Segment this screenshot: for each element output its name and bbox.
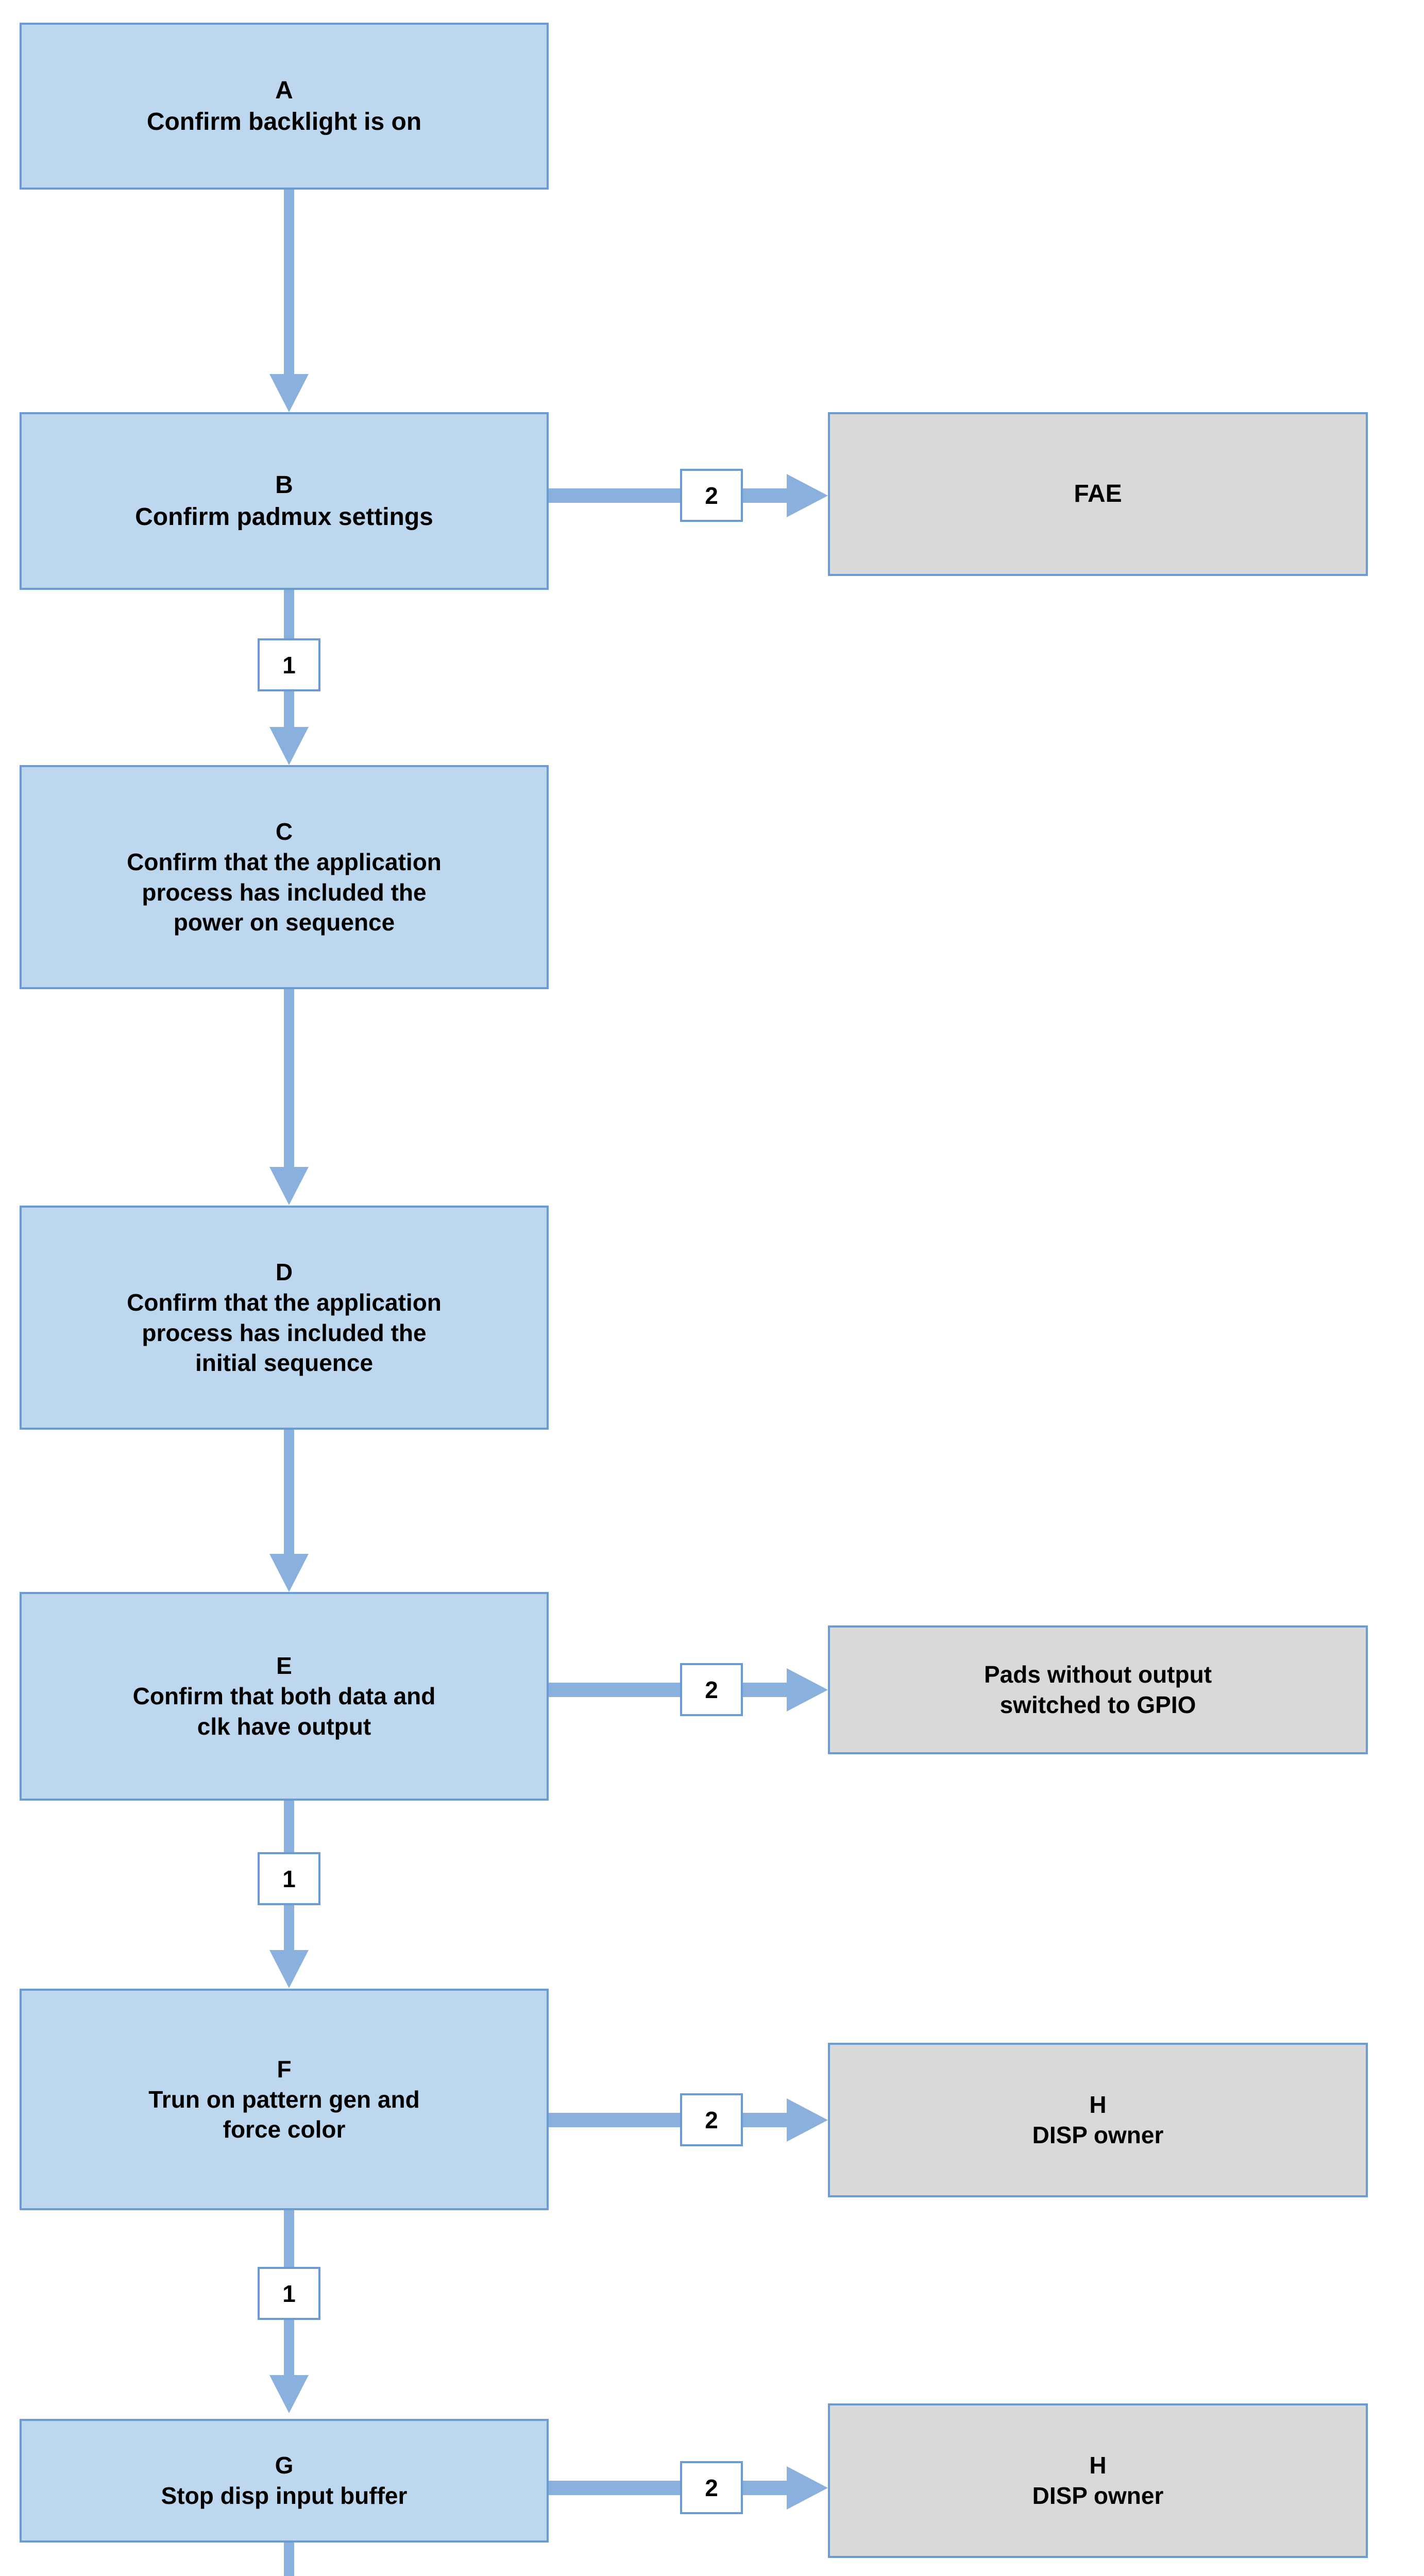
node-c-desc: Confirm that the application process has… bbox=[127, 848, 442, 936]
node-fae-desc: FAE bbox=[1074, 480, 1122, 508]
node-h-disp-owner-2-ident: H bbox=[1089, 2452, 1107, 2479]
node-a-desc: Confirm backlight is on bbox=[146, 108, 422, 135]
node-b-desc: Confirm padmux settings bbox=[135, 503, 433, 531]
node-h-disp-owner-1-ident: H bbox=[1089, 2091, 1107, 2119]
node-f[interactable]: F Trun on pattern gen and force color bbox=[20, 1989, 549, 2210]
node-h-disp-owner-1-desc: DISP owner bbox=[1032, 2122, 1164, 2148]
node-d-desc: Confirm that the application process has… bbox=[127, 1289, 442, 1377]
node-b[interactable]: B Confirm padmux settings bbox=[20, 412, 549, 590]
edge-label-f-to-g: 1 bbox=[258, 2267, 320, 2320]
edge-e-to-f-arrowhead bbox=[269, 1950, 309, 1988]
edge-label-b-to-fae: 2 bbox=[680, 469, 743, 522]
edge-b-to-c-arrowhead bbox=[269, 727, 309, 765]
edge-d-to-e-arrowhead bbox=[269, 1554, 309, 1592]
node-pads-gpio-desc: Pads without output switched to GPIO bbox=[984, 1661, 1212, 1718]
node-a-ident: A bbox=[275, 76, 293, 104]
edge-g-to-h-line bbox=[549, 2481, 787, 2495]
node-c-ident: C bbox=[275, 818, 293, 845]
edge-label-f-to-h: 2 bbox=[680, 2093, 743, 2146]
edge-a-to-b-arrowhead bbox=[269, 374, 309, 412]
edge-g-to-h-arrowhead bbox=[787, 2466, 828, 2510]
node-h-disp-owner-2[interactable]: H DISP owner bbox=[828, 2403, 1368, 2558]
edge-e-to-gpio-line bbox=[549, 1683, 787, 1697]
node-b-ident: B bbox=[275, 471, 293, 499]
edge-label-e-to-f: 1 bbox=[258, 1852, 320, 1905]
node-f-desc: Trun on pattern gen and force color bbox=[148, 2086, 420, 2143]
edge-e-to-gpio-arrowhead bbox=[787, 1668, 828, 1711]
edge-g-to-previous-owner-line bbox=[284, 2543, 294, 2576]
node-e-desc: Confirm that both data and clk have outp… bbox=[132, 1683, 436, 1740]
edge-label-b-to-c: 1 bbox=[258, 638, 320, 691]
edge-a-to-b-line bbox=[284, 190, 294, 374]
node-e-ident: E bbox=[276, 1652, 292, 1680]
edge-label-g-to-h: 2 bbox=[680, 2461, 743, 2514]
node-a[interactable]: A Confirm backlight is on bbox=[20, 23, 549, 190]
edge-c-to-d-arrowhead bbox=[269, 1167, 309, 1205]
edge-label-e-to-gpio: 2 bbox=[680, 1663, 743, 1716]
node-fae[interactable]: FAE bbox=[828, 412, 1368, 576]
node-pads-gpio[interactable]: Pads without output switched to GPIO bbox=[828, 1625, 1368, 1754]
node-d[interactable]: D Confirm that the application process h… bbox=[20, 1206, 549, 1430]
node-h-disp-owner-2-desc: DISP owner bbox=[1032, 2482, 1164, 2509]
node-g[interactable]: G Stop disp input buffer bbox=[20, 2419, 549, 2543]
node-h-disp-owner-1[interactable]: H DISP owner bbox=[828, 2043, 1368, 2197]
node-d-ident: D bbox=[275, 1258, 293, 1285]
edge-b-to-fae-arrowhead bbox=[787, 474, 828, 517]
edge-f-to-h-arrowhead bbox=[787, 2098, 828, 2142]
edge-b-to-fae-line bbox=[549, 488, 787, 503]
node-e[interactable]: E Confirm that both data and clk have ou… bbox=[20, 1592, 549, 1801]
edge-f-to-g-arrowhead bbox=[269, 2375, 309, 2413]
edge-d-to-e-line bbox=[284, 1430, 294, 1554]
node-c[interactable]: C Confirm that the application process h… bbox=[20, 765, 549, 989]
node-f-ident: F bbox=[277, 2055, 292, 2082]
edge-c-to-d-line bbox=[284, 989, 294, 1167]
node-g-desc: Stop disp input buffer bbox=[161, 2482, 408, 2509]
node-g-ident: G bbox=[275, 2452, 294, 2479]
edge-f-to-h-line bbox=[549, 2113, 787, 2127]
